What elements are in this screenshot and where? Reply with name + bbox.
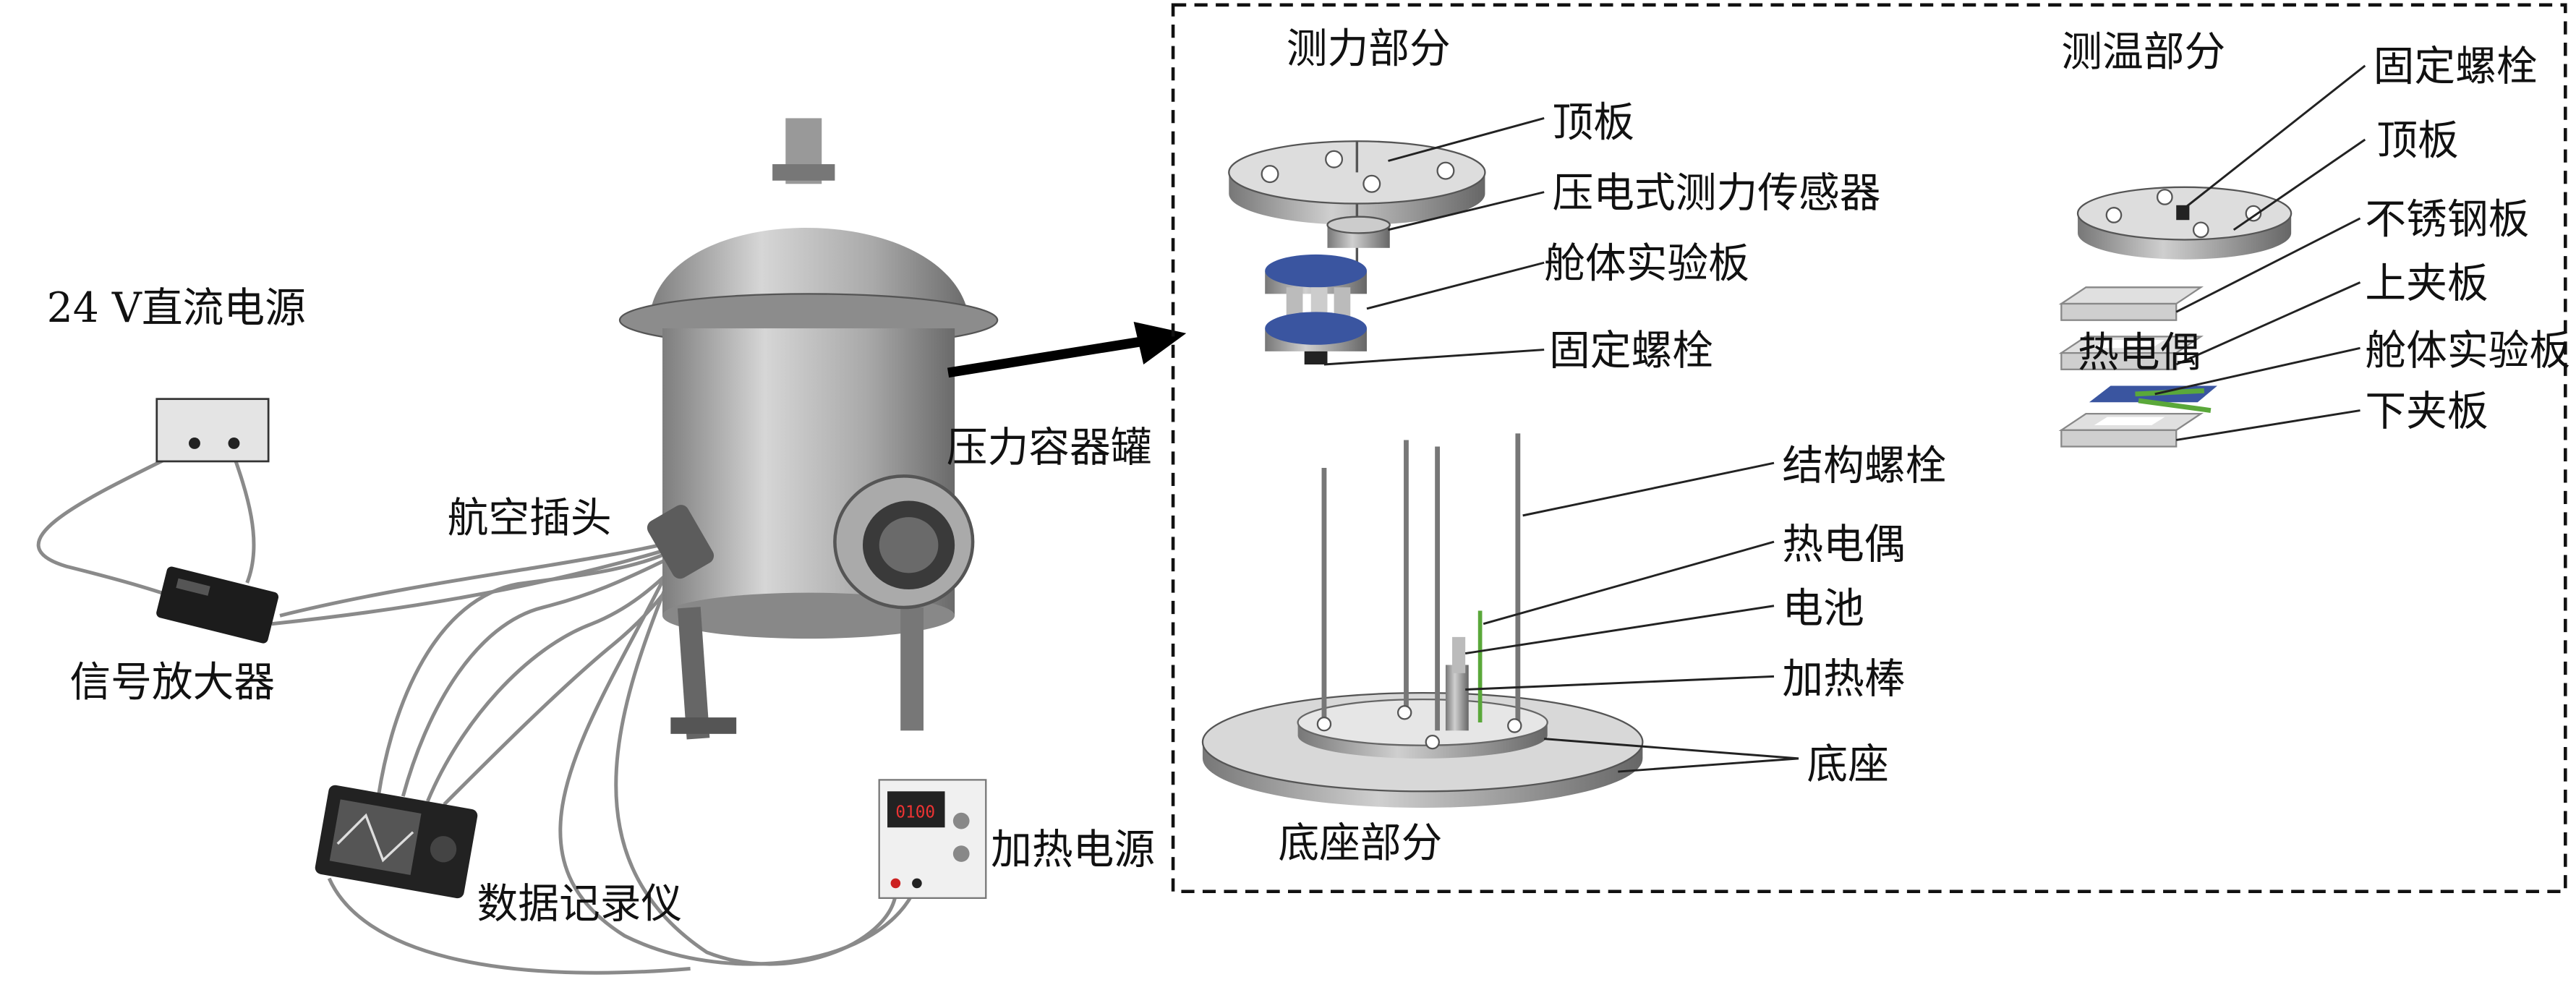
dc-power-label: 24 V直流电源 [47, 284, 306, 332]
base-section-title: 底座部分 [1278, 819, 1442, 867]
force-fixing-bolt-label: 固定螺栓 [1549, 327, 1713, 375]
svg-text:0100: 0100 [895, 803, 935, 822]
base-assembly [1201, 433, 1644, 808]
structural-bolt-label: 结构螺栓 [1782, 442, 1946, 490]
base-label: 底座 [1807, 741, 1889, 788]
temp-top-plate-label: 顶板 [2376, 116, 2459, 164]
pressure-vessel-label: 压力容器罐 [947, 424, 1152, 471]
temp-fixing-bolt-label: 固定螺栓 [2374, 43, 2538, 90]
base-thermocouple-label: 热电偶 [1782, 521, 1905, 568]
force-cabin-plate-label: 舱体实验板 [1544, 240, 1749, 288]
force-section-title: 测力部分 [1287, 25, 1451, 72]
steel-plate-label: 不锈钢板 [2365, 195, 2529, 243]
heating-power-label: 加热电源 [991, 826, 1155, 874]
temp-thermocouple-label: 热电偶 [2078, 328, 2201, 376]
temp-assembly [2058, 186, 2293, 448]
temp-cabin-plate-label: 舱体实验板 [2365, 327, 2570, 375]
temp-section-title: 测温部分 [2061, 28, 2225, 76]
aviation-plug-label: 航空插头 [448, 495, 612, 542]
lower-clamp-label: 下夹板 [2365, 388, 2488, 435]
detail-box [1171, 3, 2567, 894]
heating-rod-label: 加热棒 [1782, 655, 1905, 703]
amplifier-label: 信号放大器 [69, 659, 275, 707]
cables [36, 441, 914, 975]
signal-amplifier [156, 566, 279, 644]
heating-power-supply: 0100 [878, 779, 987, 899]
force-top-plate-label: 顶板 [1553, 98, 1635, 146]
force-sensor-label: 压电式测力传感器 [1553, 169, 1881, 217]
upper-clamp-label: 上夹板 [2365, 260, 2488, 307]
pressure-vessel [618, 118, 999, 740]
data-logger-label: 数据记录仪 [477, 880, 682, 928]
data-logger [315, 785, 478, 899]
battery-label: 电池 [1782, 584, 1864, 632]
dc-power-supply [155, 398, 270, 463]
force-assembly [1228, 140, 1486, 365]
